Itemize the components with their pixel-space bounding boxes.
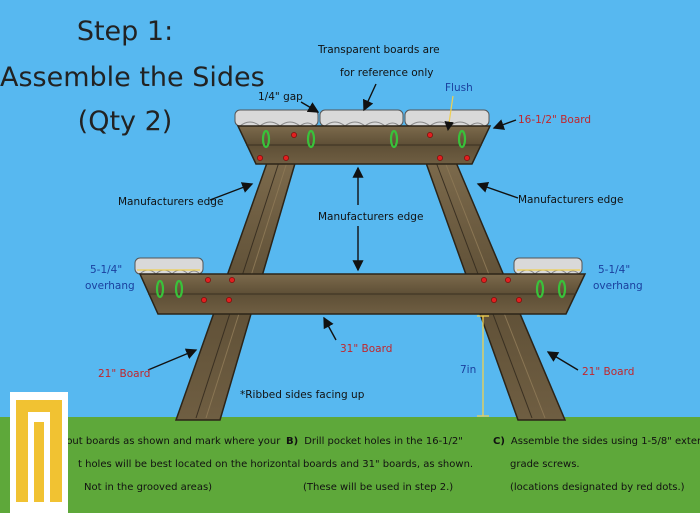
grass-ground xyxy=(0,417,700,513)
mfr-edge-left-label: Manufacturers edge xyxy=(118,196,224,208)
step-c-line-2: grade screws. xyxy=(510,459,580,470)
step-c-line-3: (locations designated by red dots.) xyxy=(510,482,685,493)
mfr-edge-right-label: Manufacturers edge xyxy=(518,194,624,206)
board-16-label: 16-1/2" Board xyxy=(518,114,592,126)
title-line-2: Assemble the Sides xyxy=(0,62,265,93)
ribbed-note: *Ribbed sides facing up xyxy=(240,389,365,401)
overhang-left-value: 5-1/4" xyxy=(90,264,123,276)
step-b-line-2: boards and 31" boards, as shown. xyxy=(303,459,474,470)
transparent-boards-label-1: Transparent boards are xyxy=(318,44,440,56)
screw-locations xyxy=(201,132,522,303)
callout-arrows xyxy=(147,83,579,371)
board-21-right-label: 21" Board xyxy=(582,366,635,378)
top-16-5-board xyxy=(236,125,492,165)
overhang-left-word: overhang xyxy=(85,280,135,292)
step-b-letter: B) xyxy=(286,436,299,447)
step-b: B) Drill pocket holes in the 16-1/2" boar… xyxy=(286,430,473,499)
height-dimension xyxy=(477,315,489,417)
sky-background xyxy=(0,0,700,425)
gap-label: 1/4" gap xyxy=(258,91,303,103)
title-line-3: (Qty 2) xyxy=(77,106,173,137)
step-a-line-2: t holes will be best located on the hori… xyxy=(78,459,301,470)
step-b-line-3: (These will be used in step 2.) xyxy=(303,482,454,493)
seat-31-board xyxy=(138,273,587,315)
flush-label: Flush xyxy=(445,82,473,94)
overhang-right-word: overhang xyxy=(593,280,643,292)
overhang-right-value: 5-1/4" xyxy=(598,264,631,276)
transparent-boards-label-2: for reference only xyxy=(340,67,434,79)
mfr-edge-center-label: Manufacturers edge xyxy=(318,211,424,223)
brand-logo xyxy=(10,392,68,513)
pocket-holes xyxy=(155,129,567,299)
step-b-line-1: Drill pocket holes in the 16-1/2" xyxy=(304,436,463,447)
board-21-left-label: 21" Board xyxy=(98,368,151,380)
step-c-letter: C) xyxy=(493,436,505,447)
step-c-line-1: Assemble the sides using 1-5/8" exterior xyxy=(510,436,700,447)
step-a-line-1: out boards as shown and mark where your xyxy=(66,436,281,447)
title-line-1: Step 1: xyxy=(76,16,174,47)
board-31-label: 31" Board xyxy=(340,343,393,355)
height-label: 7in xyxy=(460,364,477,376)
step-a-line-3: Not in the grooved areas) xyxy=(84,482,213,493)
step-c: C) Assemble the sides using 1-5/8" exteri… xyxy=(493,430,700,499)
